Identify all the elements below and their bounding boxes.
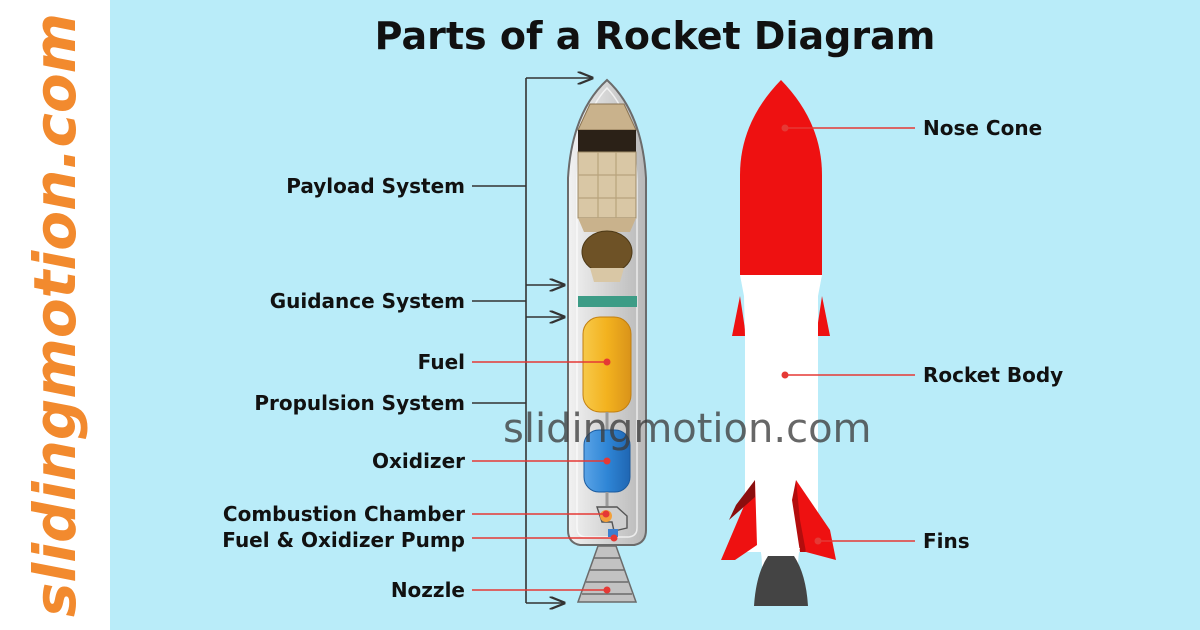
label-rocket-body: Rocket Body (923, 363, 1064, 387)
page-title: Parts of a Rocket Diagram (374, 14, 936, 58)
payload-module (577, 103, 637, 282)
label-guidance-system: Guidance System (269, 289, 465, 313)
nozzle-bell (576, 545, 638, 603)
label-oxidizer: Oxidizer (372, 449, 465, 473)
label-payload-system: Payload System (286, 174, 465, 198)
fin-right (796, 480, 836, 560)
pointers (472, 124, 915, 594)
system-bracket (472, 78, 592, 603)
rocket-cutaway (567, 78, 647, 603)
guidance-band (578, 296, 637, 307)
label-fins: Fins (923, 529, 970, 553)
nose-cone-shape (740, 80, 822, 275)
rocket-exterior (721, 80, 836, 606)
side-brand-panel: slidingmotion.com (0, 0, 110, 630)
watermark-text: slidingmotion.com (503, 406, 872, 452)
label-fuel-oxidizer-pump: Fuel & Oxidizer Pump (222, 528, 465, 552)
diagram-stage (110, 0, 1200, 630)
label-nose-cone: Nose Cone (923, 116, 1043, 140)
label-propulsion-system: Propulsion System (254, 391, 465, 415)
label-nozzle: Nozzle (390, 578, 465, 602)
body-shape (740, 275, 822, 552)
label-combustion-chamber: Combustion Chamber (222, 502, 465, 526)
label-fuel: Fuel (417, 350, 465, 374)
exhaust-nozzle (754, 556, 808, 606)
